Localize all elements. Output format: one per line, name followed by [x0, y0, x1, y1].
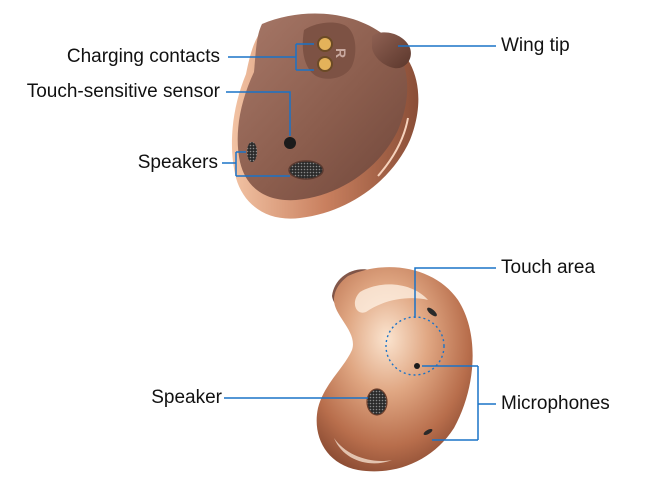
leader-charging-contacts: [228, 43, 314, 71]
leader-microphones: [422, 365, 496, 441]
shell-highlight-2: [334, 438, 392, 464]
earbud-outer-shell: [316, 267, 473, 472]
shell-highlight: [354, 284, 428, 313]
wing-tip: [372, 32, 411, 69]
earbud-inner-body: [237, 13, 408, 201]
touch-sensor-dot: [284, 137, 296, 149]
charging-contact-2: [317, 56, 333, 72]
leader-touch-area: [414, 267, 496, 318]
contact-side-letter: R: [333, 48, 349, 58]
microphone-hole-1: [427, 307, 437, 317]
leader-touch-sensor: [226, 91, 291, 136]
rim-highlight: [377, 117, 409, 177]
earbud-outer-view: [316, 267, 473, 472]
label-wing-tip: Wing tip: [501, 35, 570, 56]
speaker-mesh-side: [247, 142, 257, 162]
label-speakers: Speakers: [137, 152, 218, 173]
microphone-hole-2: [414, 363, 420, 369]
microphone-hole-3: [423, 428, 433, 436]
speaker-mesh-main: [288, 160, 324, 180]
label-charging-contacts: Charging contacts: [66, 46, 220, 67]
speaker-mesh-outer: [366, 388, 388, 416]
charging-contact-1: [317, 36, 333, 52]
leader-speakers: [222, 151, 290, 177]
leader-lines: [222, 43, 496, 441]
label-microphones: Microphones: [501, 393, 610, 414]
earbud-inner-view: R: [231, 13, 419, 219]
label-touch-area: Touch area: [501, 257, 596, 278]
label-touch-sensor: Touch-sensitive sensor: [26, 81, 220, 102]
label-speaker: Speaker: [151, 387, 222, 408]
